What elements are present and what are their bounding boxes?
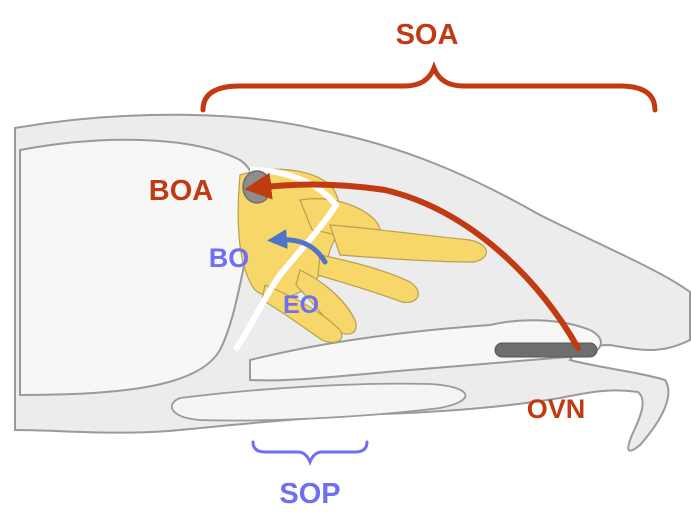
ovn-label: OVN — [527, 394, 586, 424]
eo-label: EO — [283, 291, 319, 319]
vomeronasal-organ — [495, 343, 597, 357]
soa-brace — [203, 68, 655, 110]
sop-label: SOP — [279, 478, 340, 510]
boa-label: BOA — [149, 175, 214, 207]
soa-label: SOA — [396, 19, 459, 51]
sop-brace — [253, 442, 367, 462]
bo-label: BO — [209, 243, 250, 273]
